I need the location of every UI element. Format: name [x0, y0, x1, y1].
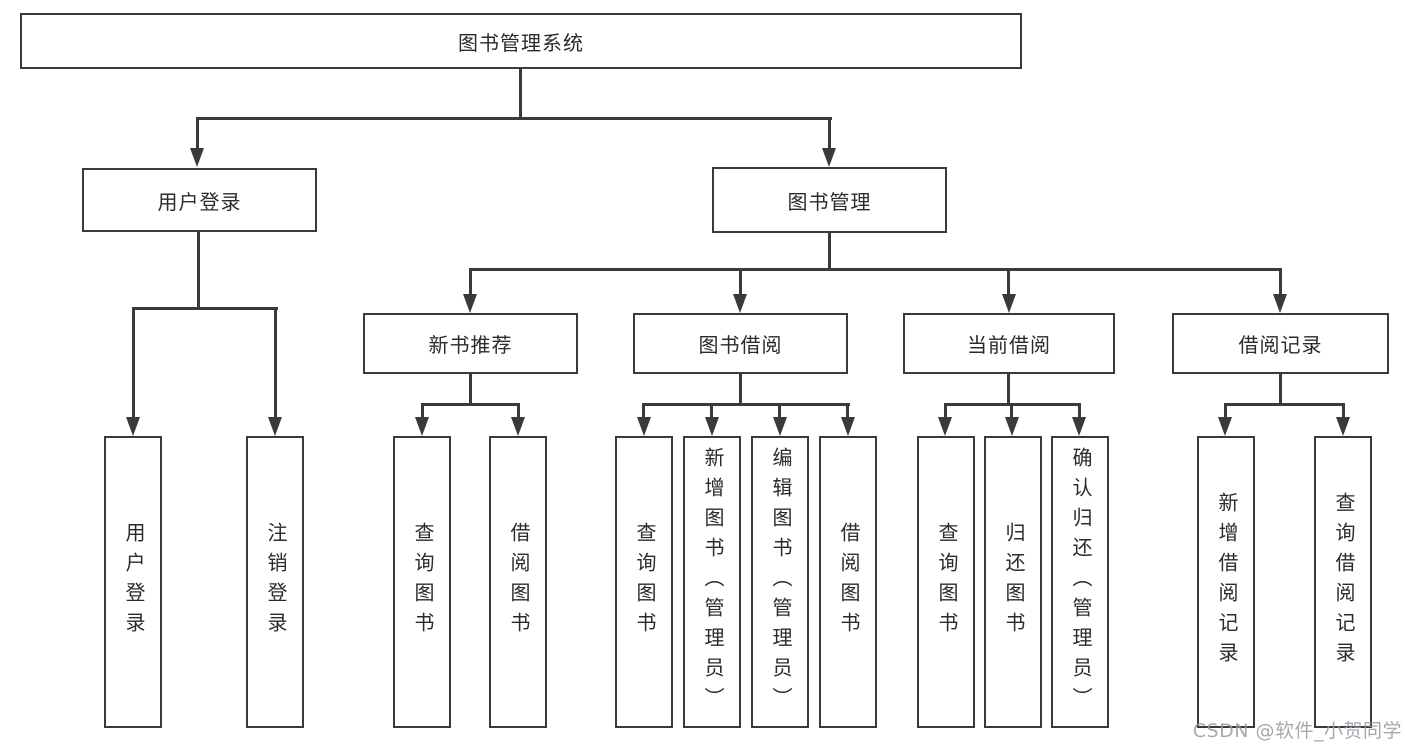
node-current-borrowing: 当前借阅	[903, 313, 1115, 374]
leaf-borrow-books-borrowing: 借阅图书	[819, 436, 877, 728]
arrowhead-icon	[268, 417, 282, 436]
connector-line	[710, 403, 713, 419]
connector-line	[421, 403, 424, 419]
leaf-confirm-return-admin: 确认归还（管理员）	[1051, 436, 1109, 728]
arrowhead-icon	[1072, 417, 1086, 436]
connector-line	[1010, 403, 1013, 419]
node-user-login: 用户登录	[82, 168, 317, 232]
connector-line	[828, 117, 831, 150]
arrowhead-icon	[841, 417, 855, 436]
arrowhead-icon	[773, 417, 787, 436]
leaf-return-books: 归还图书	[984, 436, 1042, 728]
watermark: CSDN @软件_小贺同学	[1192, 720, 1402, 742]
connector-line	[469, 268, 472, 297]
connector-line	[196, 117, 199, 150]
node-book-management: 图书管理	[712, 167, 947, 233]
connector-line	[421, 403, 520, 406]
connector-line	[642, 403, 645, 419]
arrowhead-icon	[1218, 417, 1232, 436]
node-new-book-recommend: 新书推荐	[363, 313, 578, 374]
leaf-query-books-current: 查询图书	[917, 436, 975, 728]
arrowhead-icon	[822, 148, 836, 167]
connector-line	[132, 307, 135, 419]
arrowhead-icon	[705, 417, 719, 436]
connector-line	[517, 403, 520, 419]
leaf-borrow-books-recommend: 借阅图书	[489, 436, 547, 728]
connector-line	[196, 117, 832, 120]
connector-line	[846, 403, 849, 419]
arrowhead-icon	[1273, 294, 1287, 313]
connector-line	[1007, 374, 1010, 406]
connector-line	[1279, 374, 1282, 406]
arrowhead-icon	[1002, 294, 1016, 313]
connector-line	[1279, 268, 1282, 297]
connector-line	[132, 307, 278, 310]
arrowhead-icon	[1336, 417, 1350, 436]
connector-line	[1078, 403, 1081, 419]
connector-line	[469, 374, 472, 406]
arrowhead-icon	[1005, 417, 1019, 436]
connector-line	[1007, 268, 1010, 297]
arrowhead-icon	[126, 417, 140, 436]
connector-line	[469, 268, 1282, 271]
leaf-logout: 注销登录	[246, 436, 304, 728]
node-book-borrowing: 图书借阅	[633, 313, 848, 374]
connector-line	[274, 307, 277, 419]
connector-line	[739, 268, 742, 297]
arrowhead-icon	[938, 417, 952, 436]
connector-line	[1224, 403, 1345, 406]
leaf-add-borrow-record: 新增借阅记录	[1197, 436, 1255, 728]
connector-line	[739, 374, 742, 406]
connector-line	[519, 69, 522, 120]
connector-line	[828, 233, 831, 271]
arrowhead-icon	[415, 417, 429, 436]
leaf-user-login: 用户登录	[104, 436, 162, 728]
connector-line	[643, 403, 850, 406]
leaf-query-borrow-record: 查询借阅记录	[1314, 436, 1372, 728]
connector-line	[1224, 403, 1227, 419]
arrowhead-icon	[511, 417, 525, 436]
leaf-query-books-recommend: 查询图书	[393, 436, 451, 728]
leaf-query-books-borrowing: 查询图书	[615, 436, 673, 728]
arrowhead-icon	[733, 294, 747, 313]
node-borrowing-records: 借阅记录	[1172, 313, 1389, 374]
arrowhead-icon	[637, 417, 651, 436]
connector-line	[1342, 403, 1345, 419]
connector-line	[944, 403, 947, 419]
arrowhead-icon	[463, 294, 477, 313]
connector-line	[778, 403, 781, 419]
arrowhead-icon	[190, 148, 204, 167]
leaf-add-books-admin: 新增图书（管理员）	[683, 436, 741, 728]
node-library-management-system: 图书管理系统	[20, 13, 1022, 69]
leaf-edit-books-admin: 编辑图书（管理员）	[751, 436, 809, 728]
connector-line	[197, 232, 200, 310]
